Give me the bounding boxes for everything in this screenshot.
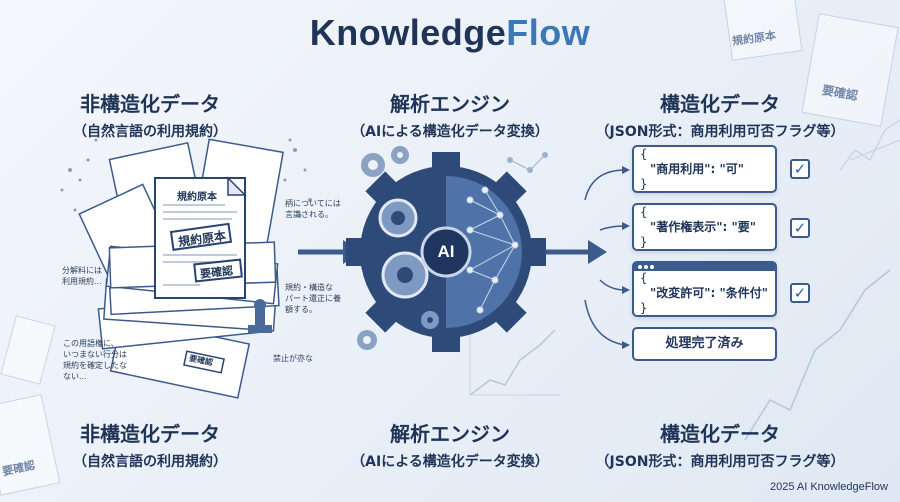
note-1: 分解料には利用規約... — [62, 266, 102, 286]
checkbox-modification[interactable]: ✓ — [790, 283, 810, 303]
footer-credit: 2025 AI KnowledgeFlow — [769, 481, 888, 493]
ai-core-label: AI — [437, 242, 455, 261]
json-card-copyright: { "著作権表示": "要" } — [632, 203, 777, 251]
doc-title: 規約原本 — [177, 192, 217, 203]
data-dots — [60, 138, 312, 217]
subheading-engine: （AIによる構造化データ変換） — [351, 124, 549, 140]
heading-structured: 構造化データ — [660, 92, 780, 116]
checkbox-commercial-use[interactable]: ✓ — [790, 159, 810, 179]
stamp-check: 要確認 — [199, 264, 234, 281]
checkbox-copyright[interactable]: ✓ — [790, 218, 810, 238]
title-part-flow: Flow — [506, 12, 591, 53]
window-title-bar — [634, 263, 775, 271]
header-unstructured-top: 非構造化データ （自然言語の利用規約） — [0, 88, 300, 141]
status-processing-complete: 処理完了済み — [632, 327, 777, 361]
json-line: "商用利用": "可" — [650, 162, 744, 176]
ai-engine-gear — [346, 146, 548, 352]
header-structured-bottom: 構造化データ （JSON形式：商用利用可否フラグ等） — [595, 422, 845, 470]
json-line: "改変許可": "条件付" — [650, 286, 768, 300]
header-unstructured-bottom: 非構造化データ （自然言語の利用規約） — [73, 422, 227, 470]
stamp-tool-icon — [248, 299, 272, 333]
header-structured-top: 構造化データ （JSON形式：商用利用可否フラグ等） — [570, 88, 870, 141]
note-4: この用語権に、いつまない行分は規約を確定したなない... — [63, 339, 127, 381]
note-3: 規約・構造なパート還正に養額する。 — [285, 283, 341, 314]
arrow-to-cards-icon — [545, 240, 607, 264]
header-engine-top: 解析エンジン （AIによる構造化データ変換） — [300, 88, 600, 141]
note-5: 禁止が亦な — [273, 354, 313, 363]
subheading-unstructured: （自然言語の利用規約） — [73, 124, 227, 140]
note-2: 柄についてには言識される。 — [285, 199, 341, 219]
json-card-commercial-use: { "商用利用": "可" } — [632, 145, 777, 193]
json-card-modification: { "改変許可": "条件付" } — [632, 261, 777, 317]
json-line: "著作権表示": "要" — [650, 220, 756, 234]
document-stack — [78, 138, 284, 399]
title-part-knowledge: Knowledge — [309, 12, 507, 53]
neural-network-icon — [466, 186, 519, 314]
heading-engine: 解析エンジン — [390, 92, 510, 116]
page-title: KnowledgeFlow — [0, 12, 900, 54]
subheading-structured: （JSON形式：商用利用可否フラグ等） — [595, 124, 845, 140]
header-engine-bottom: 解析エンジン （AIによる構造化データ変換） — [351, 422, 549, 470]
heading-unstructured: 非構造化データ — [80, 92, 220, 116]
ai-core-icon — [420, 226, 472, 278]
background-chart-icon — [469, 269, 891, 441]
small-gear-icon — [357, 146, 439, 350]
